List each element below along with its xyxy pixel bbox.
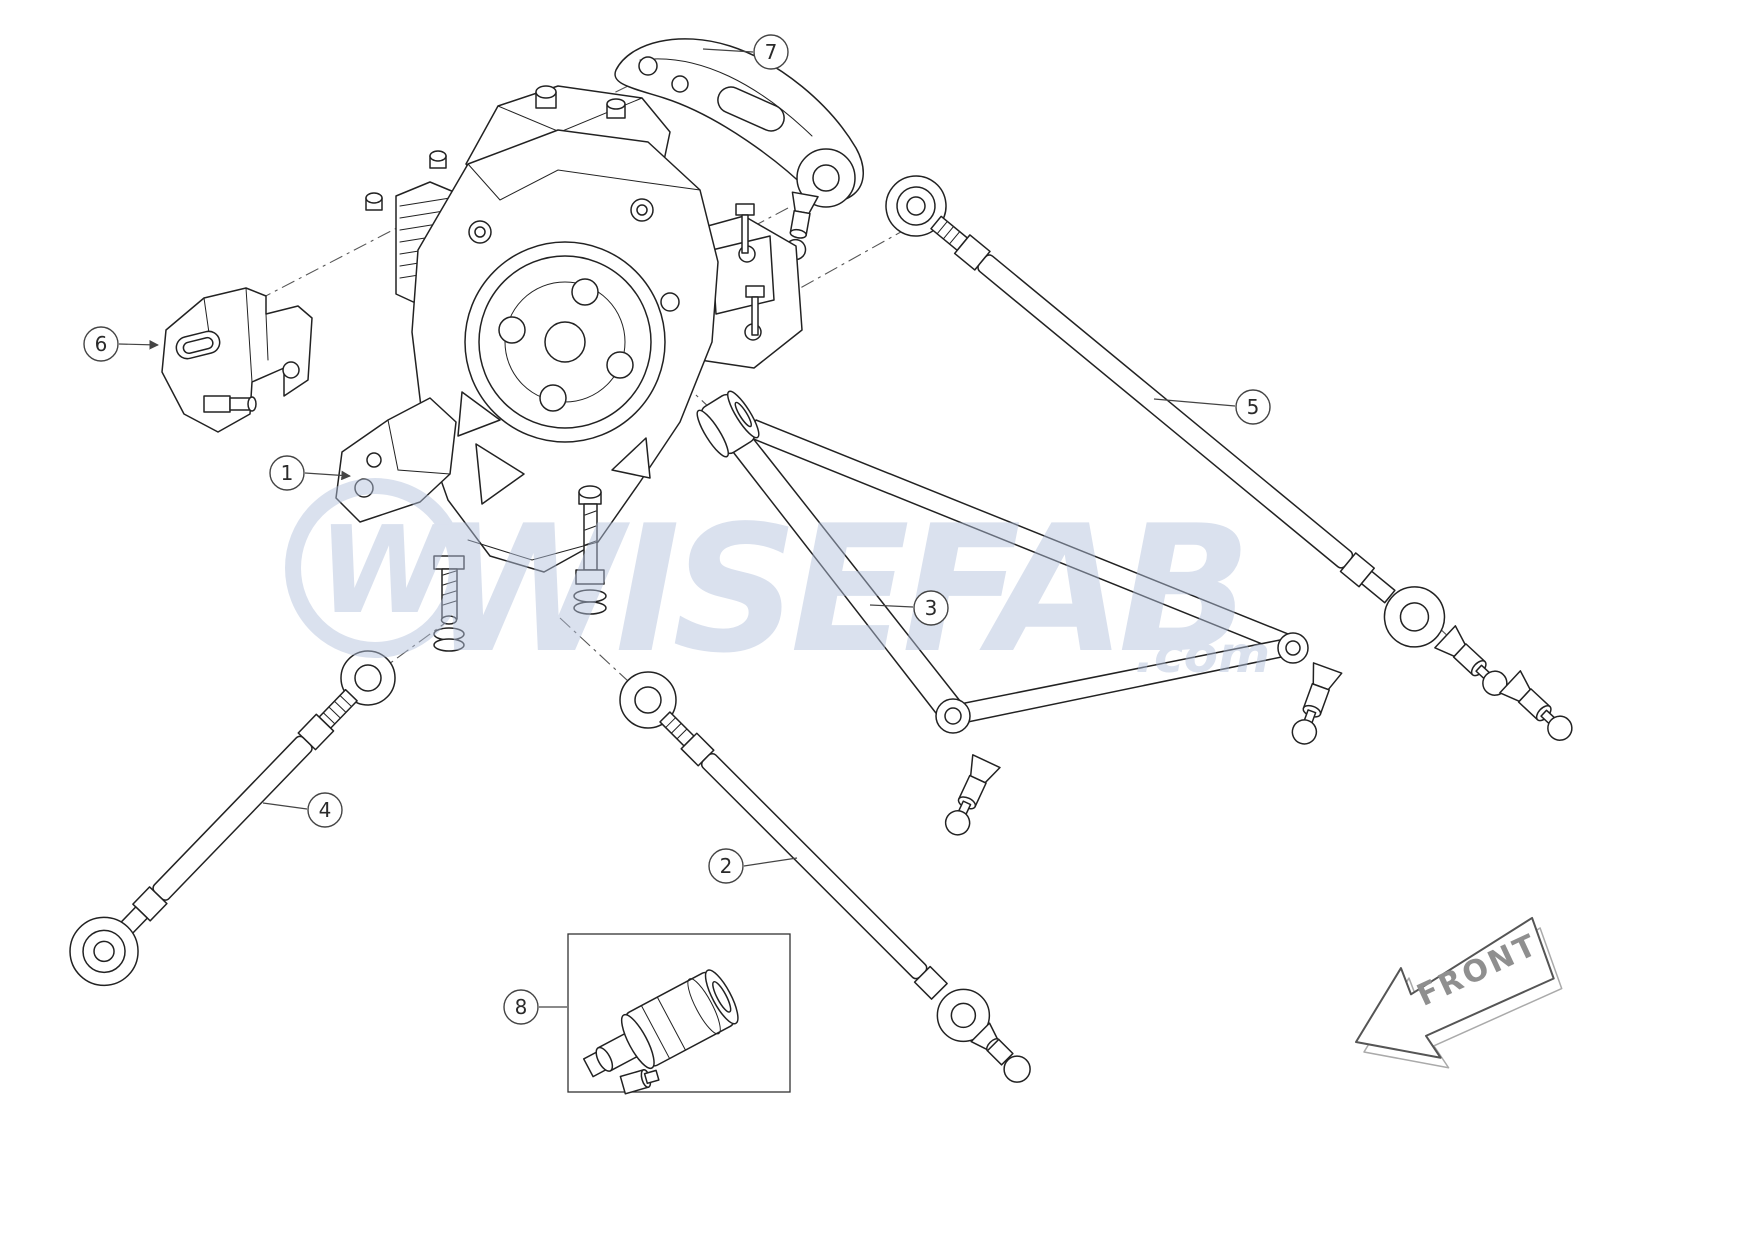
svg-text:7: 7 (765, 40, 778, 64)
part-2-toe-rod (619, 671, 1031, 1083)
callout-2: 2 (708, 848, 798, 884)
watermark-logo-ring (285, 478, 465, 658)
cone-spacer-widget (944, 754, 1001, 836)
callout-8: 8 (503, 989, 567, 1025)
callout-7: 7 (702, 34, 789, 70)
front-arrow-icon (1355, 916, 1555, 1059)
cone-spacer-widget (1291, 662, 1343, 745)
svg-text:5: 5 (1247, 395, 1260, 419)
part-5-upper-rod (885, 175, 1573, 741)
part-7-upper-arm (614, 38, 864, 261)
part-4-traction-rod (69, 650, 396, 987)
svg-text:2: 2 (720, 854, 733, 878)
part-8-bushing-boxed (567, 933, 791, 1095)
watermark: W WISEFAB .com (285, 478, 1270, 692)
watermark-logo: W (318, 502, 456, 641)
callout-5: 5 (1153, 389, 1271, 425)
watermark-text: WISEFAB (430, 489, 1244, 692)
watermark-suffix: .com (1135, 626, 1270, 684)
cone-spacer-widget (1499, 670, 1573, 741)
part-8-box (567, 933, 791, 1093)
callouts: 1 2 3 4 5 6 7 (83, 34, 1271, 1025)
callout-6: 6 (83, 326, 159, 362)
front-arrow: FRONT (1355, 916, 1563, 1069)
svg-text:4: 4 (319, 798, 332, 822)
svg-text:6: 6 (95, 332, 108, 356)
part-1-knuckle-assembly (335, 85, 803, 652)
svg-text:8: 8 (515, 995, 528, 1019)
cone-spacer-widget (1434, 625, 1508, 696)
callout-1: 1 (269, 455, 351, 491)
callout-3: 3 (869, 590, 949, 626)
svg-text:1: 1 (281, 461, 294, 485)
part-3-lower-wishbone (696, 390, 1343, 836)
callout-4: 4 (262, 792, 343, 828)
part-6-bracket (161, 287, 313, 433)
svg-text:3: 3 (925, 596, 938, 620)
